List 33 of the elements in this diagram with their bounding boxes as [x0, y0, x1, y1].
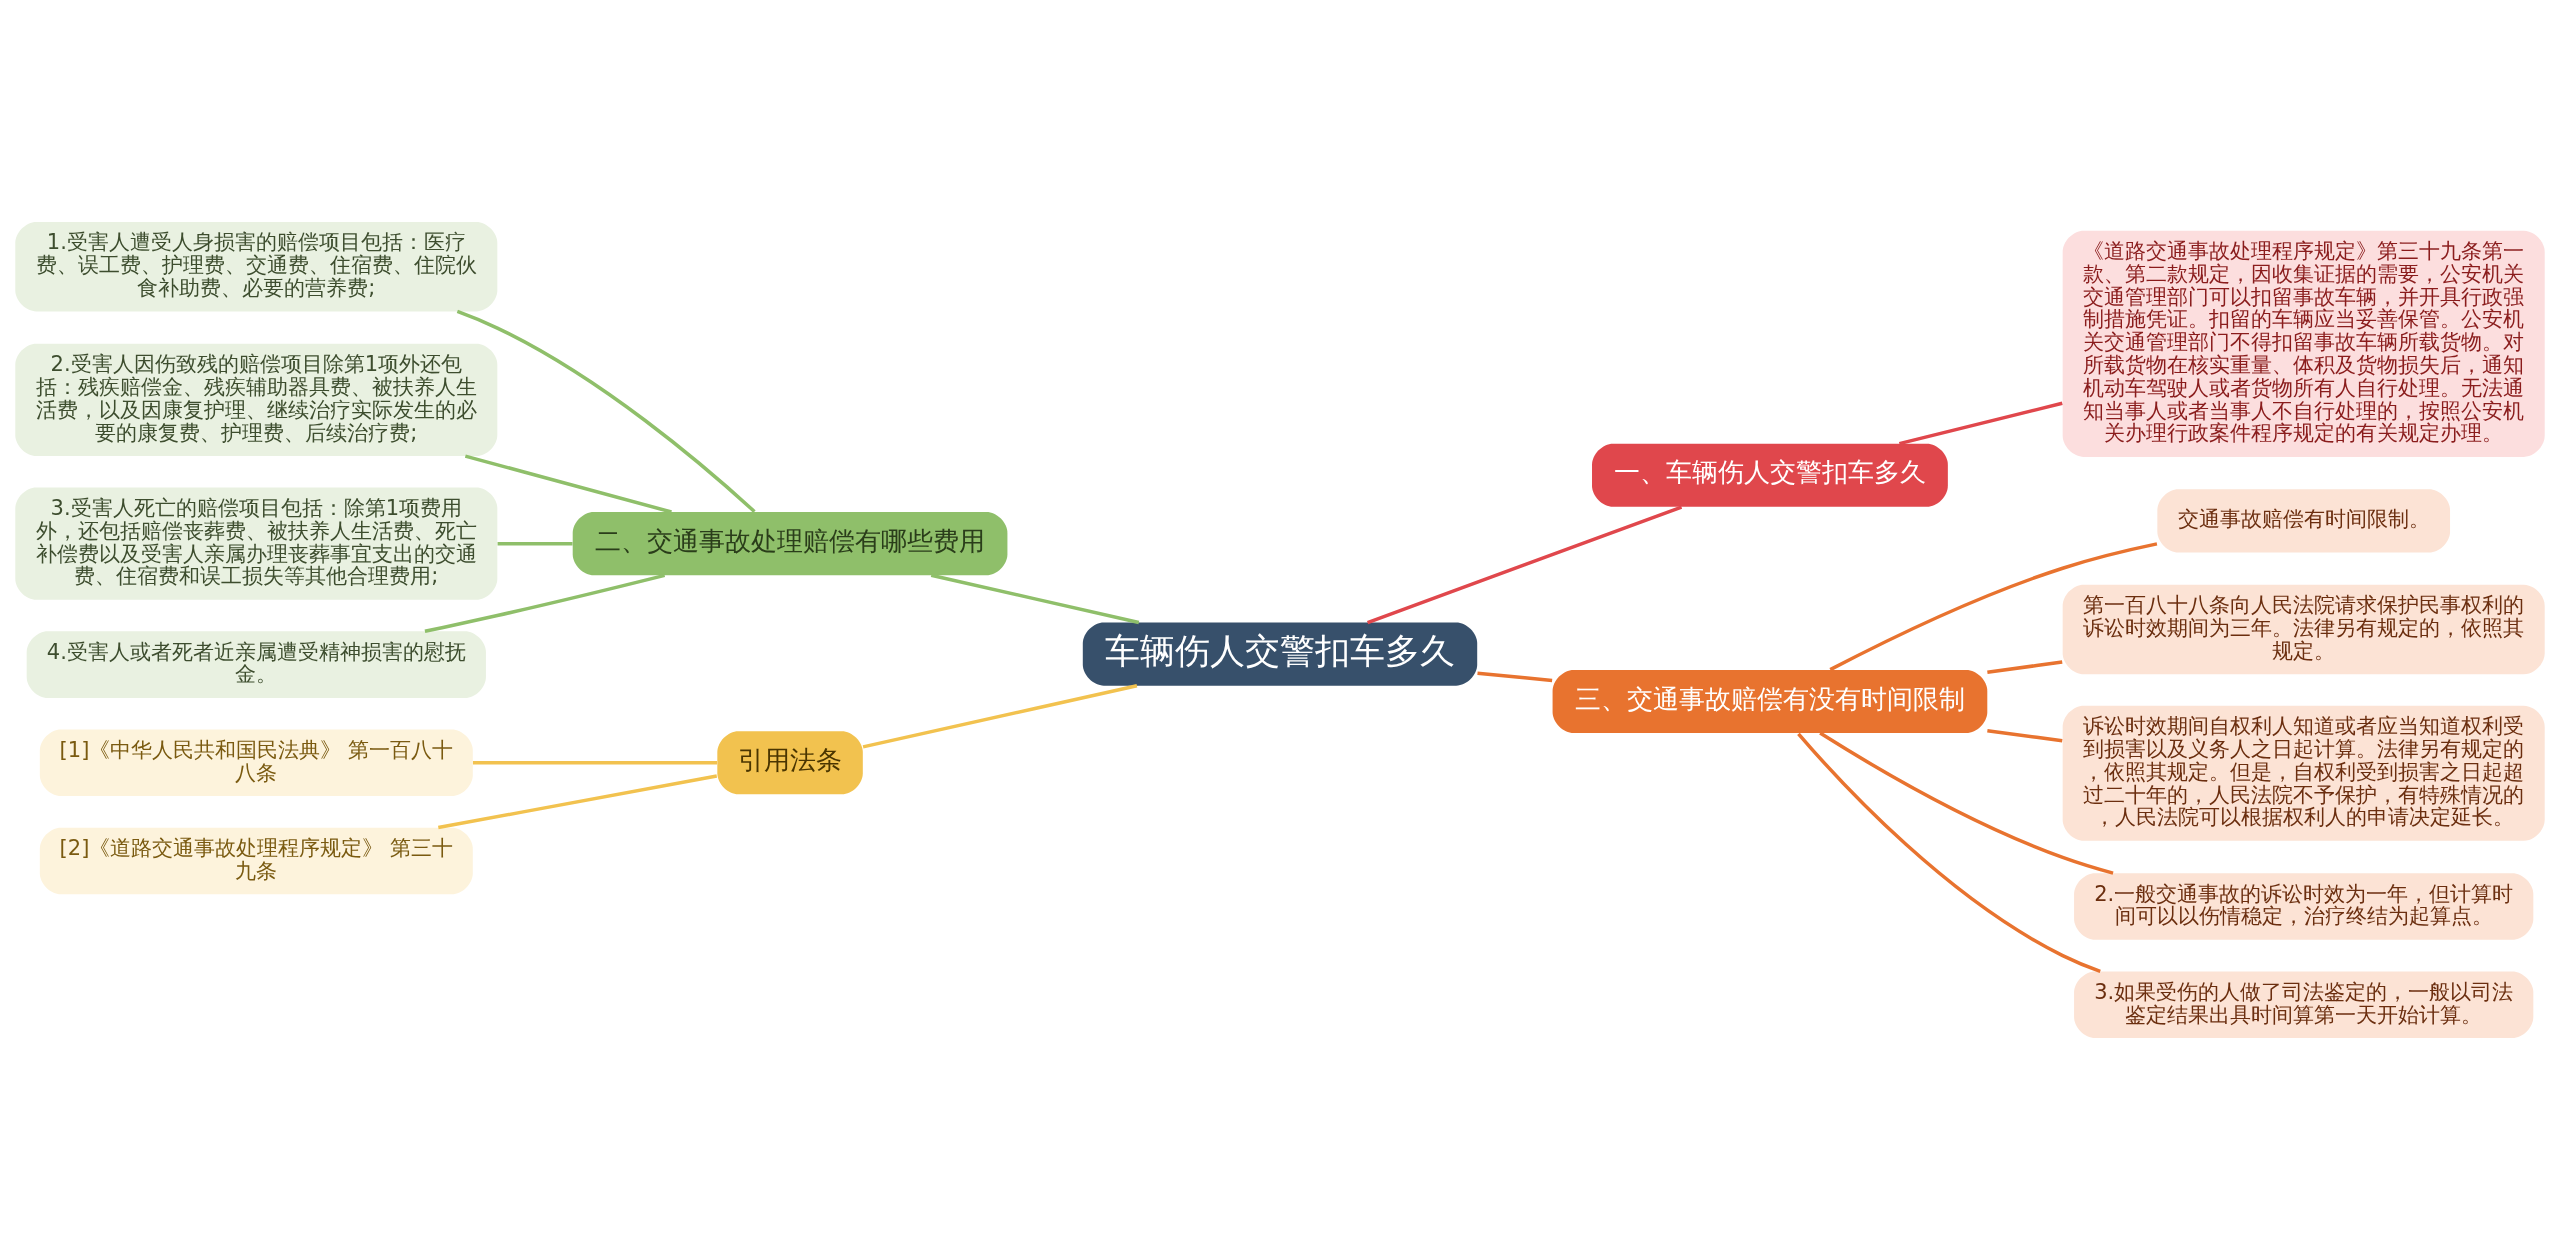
connector — [472, 760, 718, 765]
node-box: 2.受害人因伤致残的赔偿项目除第1项外还包括：残疾赔偿金、残疾辅助器具费、被扶养人生活费，以及因康复护理、继续治疗实际发生的必要的康复费、护理费、后续治疗费; — [15, 343, 498, 456]
node-box: 交通事故赔偿有时间限制。 — [2157, 488, 2451, 552]
node-box: 3.受害人死亡的赔偿项目包括：除第1项费用外，还包括赔偿丧葬费、被扶养人生活费、死亡补偿费以及受害人亲属办理丧葬事宜支出的交通费、住宿费和误工损失等其他合理费用; — [15, 487, 498, 600]
node-box: 引用法条 — [717, 730, 863, 794]
node-box: 一、车辆伤人交警扣车多久 — [1592, 443, 1948, 507]
connector — [1987, 659, 2063, 674]
connector — [1987, 728, 2063, 743]
node-box: 三、交通事故赔偿有没有时间限制 — [1552, 669, 1988, 733]
connector — [438, 773, 718, 829]
connector — [930, 573, 1140, 624]
connector — [1829, 541, 2158, 671]
connector — [456, 309, 756, 513]
connector — [1819, 731, 2114, 875]
node-box: 车辆伤人交警扣车多久 — [1082, 622, 1478, 686]
connector — [424, 573, 666, 633]
node-box: 2.一般交通事故的诉讼时效为一年，但计算时间可以以伤情稳定，治疗终结为起算点。 — [2074, 872, 2534, 940]
node-box: [2]《道路交通事故处理程序规定》 第三十九条 — [39, 827, 473, 894]
node-box: 4.受害人或者死者近亲属遭受精神损害的慰抚金。 — [26, 630, 486, 698]
connector — [497, 541, 573, 545]
connector — [1797, 732, 2101, 973]
connector — [1367, 505, 1683, 624]
node-box: 《道路交通事故处理程序规定》第三十九条第一款、第二款规定，因收集证据的需要，公安机关交通管理部门可以扣留事故车辆，并开具行政强制措施凭证。扣留的车辆应当妥善保管。公安机关交通管理部门不得扣留事故车辆所载货物。对所载货物在核实重量、体积及货物损失后，通知机动车驾驶人或者货物所有人自行处理。无法通知当事人或者当事人不自行处理的，按照公安机关办理行政案件程序规定的有关规定办理。 — [2062, 230, 2545, 457]
connector — [1477, 670, 1553, 682]
node-box: 二、交通事故处理赔偿有哪些费用 — [572, 511, 1008, 575]
node-box: 第一百八十八条向人民法院请求保护民事权利的诉讼时效期间为三年。法律另有规定的，依照其规定。 — [2062, 584, 2545, 674]
node-box: 3.如果受伤的人做了司法鉴定的，一般以司法鉴定结果出具时间算第一天开始计算。 — [2074, 970, 2534, 1038]
node-box: 诉讼时效期间自权利人知道或者应当知道权利受到损害以及义务人之日起计算。法律另有规定的，依照其规定。但是，自权利受到损害之日起超过二十年的，人民法院不予保护，有特殊情况的，人民法院可以根据权利人的申请决定延长。 — [2062, 705, 2545, 841]
node-box: [1]《中华人民共和国民法典》 第一百八十八条 — [39, 729, 473, 796]
node-box: 1.受害人遭受人身损害的赔偿项目包括：医疗费、误工费、护理费、交通费、住宿费、住院伙食补助费、必要的营养费; — [15, 221, 498, 311]
connector — [1898, 401, 2063, 445]
connector — [862, 683, 1138, 749]
connector — [464, 453, 672, 514]
